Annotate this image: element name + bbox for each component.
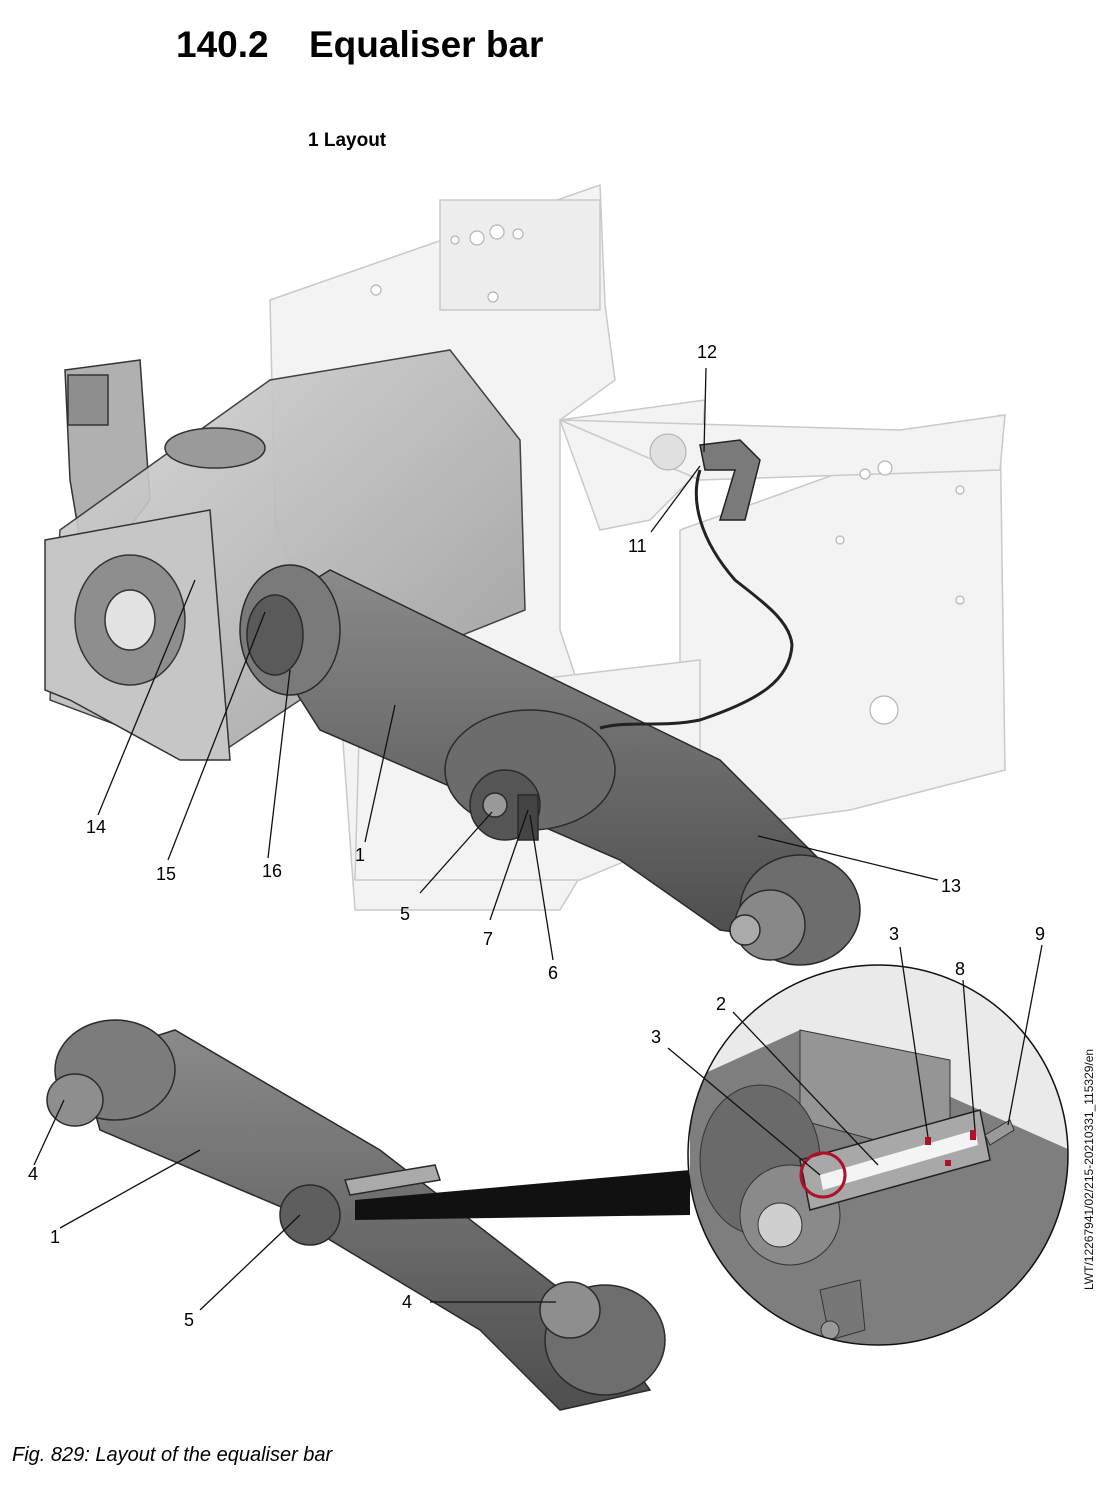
equaliser-bar-lower xyxy=(46,1019,666,1411)
chassis-holes xyxy=(370,224,965,725)
detail-view xyxy=(688,965,1068,1345)
callout-9: 9 xyxy=(1035,924,1046,944)
detail-circle-outline xyxy=(687,964,1069,1346)
leader-lines xyxy=(33,367,1043,1311)
callout-1-lower: 1 xyxy=(50,1227,61,1247)
hose-assembly xyxy=(599,439,794,730)
callout-11: 11 xyxy=(628,536,647,556)
callout-12: 12 xyxy=(697,342,718,362)
equaliser-bar-upper xyxy=(239,564,861,966)
callout-4-top: 4 xyxy=(28,1164,39,1184)
callout-13: 13 xyxy=(941,876,962,896)
document-reference: LWT/12267941/02/215-20210331_115329/en xyxy=(1082,1048,1096,1290)
callout-3-right: 3 xyxy=(889,924,900,944)
callout-5-lower: 5 xyxy=(184,1310,195,1330)
callout-1-upper: 1 xyxy=(355,845,366,865)
callout-3-left: 3 xyxy=(651,1027,662,1047)
section-title: Equaliser bar xyxy=(309,24,544,65)
callout-4-bottom: 4 xyxy=(402,1292,413,1312)
callout-16: 16 xyxy=(262,861,283,881)
callout-6: 6 xyxy=(548,963,559,983)
figure-caption: Fig. 829: Layout of the equaliser bar xyxy=(12,1444,333,1466)
callout-8: 8 xyxy=(955,959,966,979)
section-number: 140.2 xyxy=(176,24,269,65)
callout-7: 7 xyxy=(483,929,494,949)
callout-2: 2 xyxy=(716,994,727,1014)
zoom-wedge xyxy=(355,1170,690,1220)
subsection-heading: 1 Layout xyxy=(308,130,387,151)
callout-5-upper: 5 xyxy=(400,904,411,924)
callout-14: 14 xyxy=(86,817,107,837)
section-heading: 140.2 Equaliser bar xyxy=(176,24,543,66)
callout-15: 15 xyxy=(156,864,177,884)
